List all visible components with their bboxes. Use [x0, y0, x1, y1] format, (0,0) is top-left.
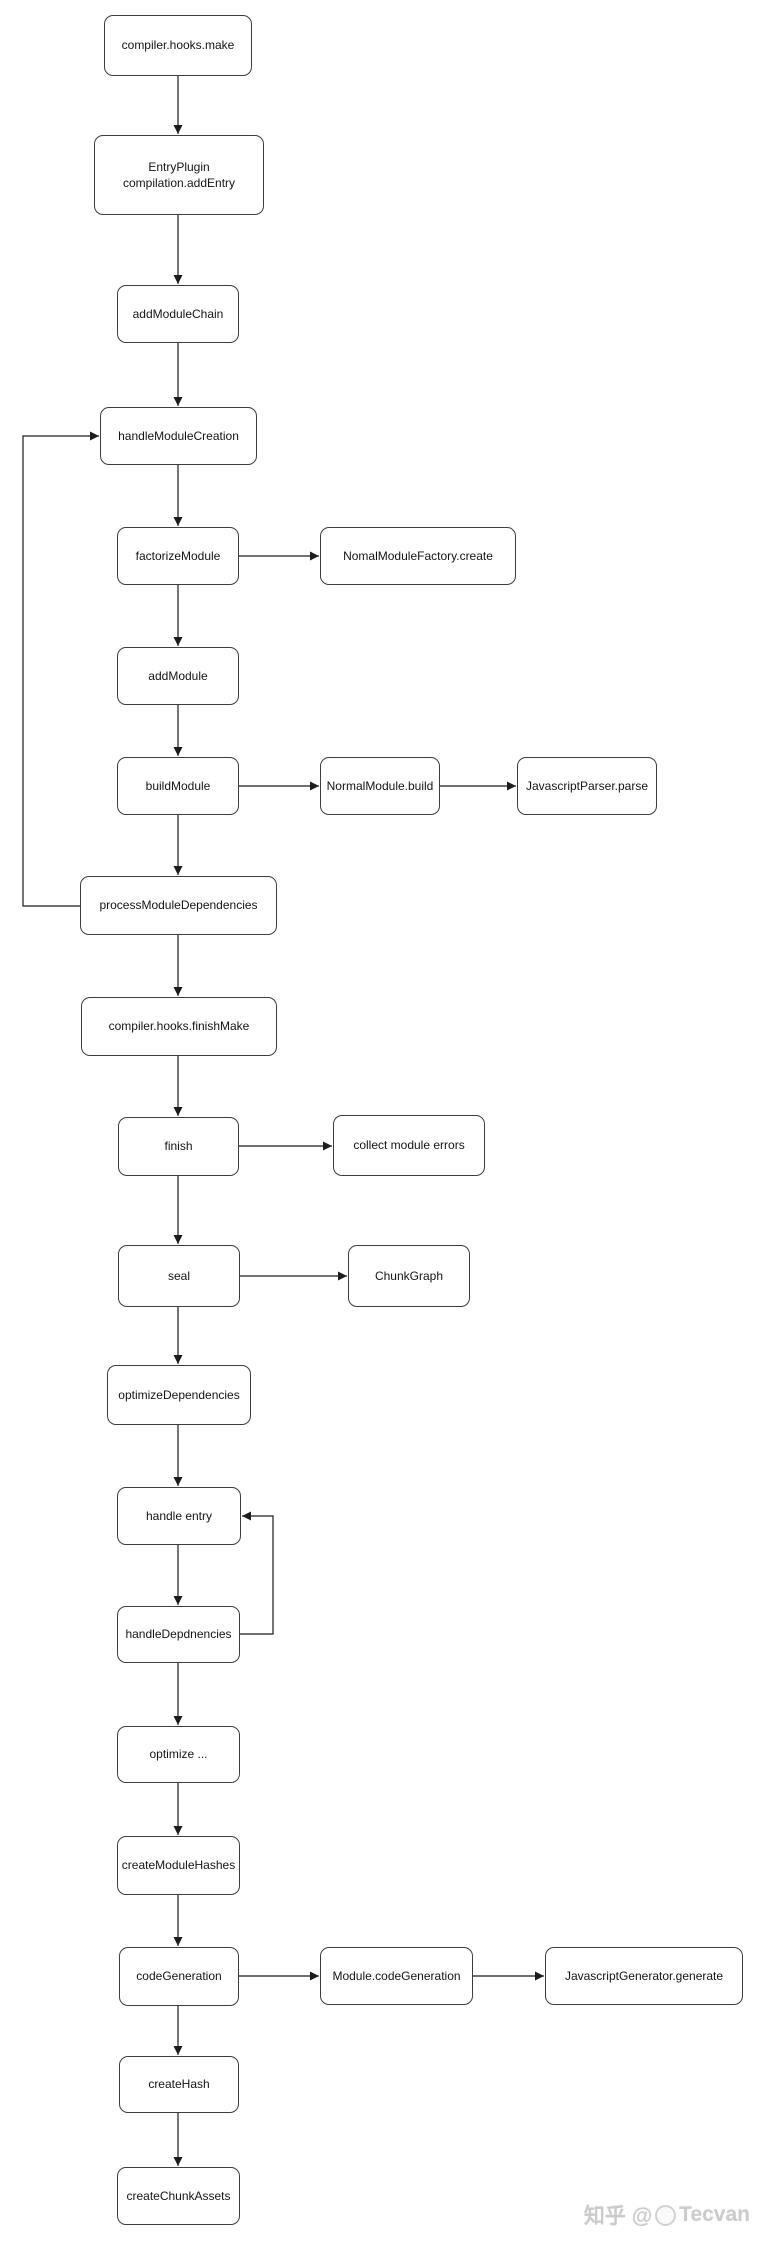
node-build-module: buildModule	[117, 757, 239, 815]
node-add-module: addModule	[117, 647, 239, 705]
node-seal: seal	[118, 1245, 240, 1307]
node-label: collect module errors	[353, 1138, 465, 1153]
node-create-hash: createHash	[119, 2056, 239, 2113]
node-label: createHash	[148, 2077, 210, 2092]
node-label: optimizeDependencies	[118, 1387, 240, 1402]
node-label: addModule	[148, 668, 208, 683]
node-create-chunk-assets: createChunkAssets	[117, 2167, 240, 2225]
node-handle-depdnencies: handleDepdnencies	[117, 1606, 240, 1663]
node-label: createChunkAssets	[126, 2188, 231, 2203]
node-code-generation: codeGeneration	[119, 1947, 239, 2006]
node-compiler-hooks-finish-make: compiler.hooks.finishMake	[81, 997, 277, 1056]
node-add-module-chain: addModuleChain	[117, 285, 239, 343]
node-optimize-more: optimize ...	[117, 1726, 240, 1783]
node-entry-plugin: EntryPlugin compilation.addEntry	[94, 135, 264, 215]
watermark-site-label: 知乎 @	[583, 2205, 653, 2228]
node-label: compiler.hooks.make	[121, 38, 235, 53]
node-label: NormalModule.build	[326, 778, 434, 793]
node-label: JavascriptGenerator.generate	[564, 1968, 724, 1983]
zhihu-watermark: 知乎 @ Tecvan	[584, 2200, 750, 2230]
watermark-username: Tecvan	[679, 2203, 750, 2226]
node-create-module-hashes: createModuleHashes	[117, 1836, 240, 1895]
node-label: finish	[164, 1139, 193, 1154]
edge-loop-handle-depdnencies-to-handle-entry	[240, 1511, 274, 1635]
node-label: codeGeneration	[136, 1969, 222, 1984]
node-label: createModuleHashes	[121, 1858, 236, 1873]
node-compiler-hooks-make: compiler.hooks.make	[104, 15, 252, 76]
node-normal-module-build: NormalModule.build	[320, 757, 440, 815]
node-finish: finish	[118, 1117, 239, 1176]
node-handle-module-creation: handleModuleCreation	[100, 407, 257, 465]
node-label: compiler.hooks.finishMake	[108, 1019, 250, 1034]
node-module-code-generation: Module.codeGeneration	[320, 1947, 473, 2005]
node-label: NomalModuleFactory.create	[343, 548, 493, 563]
node-handle-entry: handle entry	[117, 1487, 241, 1545]
node-label: addModuleChain	[132, 306, 224, 321]
node-label: handleDepdnencies	[125, 1627, 232, 1642]
node-label: optimize ...	[149, 1747, 208, 1762]
node-label: ChunkGraph	[374, 1268, 444, 1283]
node-label: processModuleDependencies	[99, 898, 258, 913]
edge-loop-process-module-dependencies-to-handle-module-creation	[22, 431, 99, 907]
node-label: JavascriptParser.parse	[525, 778, 649, 793]
node-javascript-parser-parse: JavascriptParser.parse	[517, 757, 657, 815]
node-label: EntryPlugin compilation.addEntry	[122, 159, 236, 190]
node-label: buildModule	[145, 778, 211, 793]
node-label: handle entry	[145, 1508, 213, 1523]
node-chunk-graph: ChunkGraph	[348, 1245, 470, 1307]
node-optimize-dependencies: optimizeDependencies	[107, 1365, 251, 1425]
node-label: handleModuleCreation	[118, 428, 239, 443]
node-label: seal	[167, 1268, 190, 1283]
node-label: factorizeModule	[135, 548, 221, 563]
node-label: Module.codeGeneration	[332, 1968, 461, 1983]
watermark-avatar-icon	[655, 2204, 677, 2226]
node-nomal-module-factory-create: NomalModuleFactory.create	[320, 527, 516, 585]
node-factorize-module: factorizeModule	[117, 527, 239, 585]
node-process-module-dependencies: processModuleDependencies	[80, 876, 277, 935]
node-javascript-generator-generate: JavascriptGenerator.generate	[545, 1947, 743, 2005]
node-collect-module-errors: collect module errors	[333, 1115, 485, 1176]
